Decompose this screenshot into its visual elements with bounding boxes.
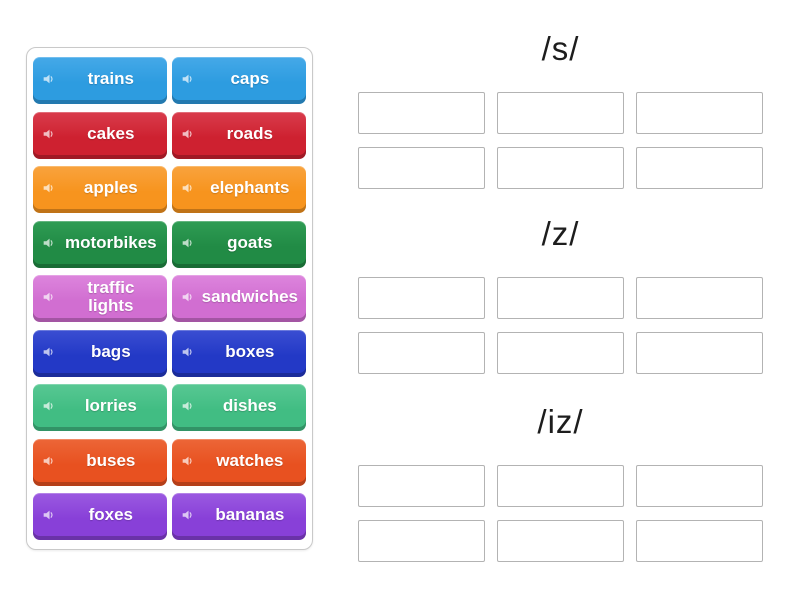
speaker-icon[interactable] <box>180 453 202 469</box>
word-tile-label: elephants <box>210 178 290 198</box>
word-tile[interactable]: elephants <box>171 166 306 213</box>
speaker-icon[interactable] <box>180 126 202 142</box>
word-tile-label: bags <box>90 341 131 361</box>
drop-slot[interactable] <box>497 332 624 374</box>
drop-slot[interactable] <box>358 465 485 507</box>
word-tile-label: dishes <box>222 396 277 416</box>
sort-group: /iz/ <box>358 403 763 562</box>
speaker-icon[interactable] <box>180 71 202 87</box>
speaker-icon[interactable] <box>180 180 202 196</box>
word-tile-label: goats <box>227 232 273 252</box>
word-tile-label: cakes <box>87 123 135 143</box>
word-tile[interactable]: buses <box>33 438 167 486</box>
drop-slot[interactable] <box>358 147 485 189</box>
word-tile[interactable]: traffic lights <box>33 275 167 322</box>
drop-slot[interactable] <box>358 520 485 562</box>
speaker-icon[interactable] <box>180 235 202 251</box>
group-title: /iz/ <box>537 403 584 440</box>
word-tile[interactable]: apples <box>33 166 167 213</box>
word-tile[interactable]: roads <box>171 111 306 159</box>
word-tile[interactable]: caps <box>171 57 306 104</box>
word-tile[interactable]: bags <box>33 329 167 377</box>
drop-slot[interactable] <box>636 277 763 319</box>
speaker-icon[interactable] <box>180 398 202 414</box>
slot-grid <box>358 465 763 562</box>
drop-slot[interactable] <box>497 147 624 189</box>
group-title: /s/ <box>541 30 580 67</box>
word-tile-label: lorries <box>84 396 137 416</box>
word-tile-label: apples <box>83 178 138 198</box>
word-bank: trains caps cakes roads <box>27 48 312 549</box>
drop-slot[interactable] <box>636 332 763 374</box>
word-tile-label: roads <box>226 123 273 143</box>
speaker-icon[interactable] <box>41 235 63 251</box>
drop-slot[interactable] <box>497 465 624 507</box>
speaker-icon[interactable] <box>41 453 63 469</box>
word-tile-label: buses <box>86 450 136 470</box>
word-tile-label: caps <box>230 69 270 89</box>
word-tile[interactable]: bananas <box>171 493 306 540</box>
word-tile[interactable]: boxes <box>171 329 306 377</box>
word-tile[interactable]: motorbikes <box>33 220 167 268</box>
speaker-icon[interactable] <box>180 289 202 305</box>
slot-grid <box>358 277 763 374</box>
word-tile-label: watches <box>216 450 284 470</box>
drop-slot[interactable] <box>497 520 624 562</box>
word-tile[interactable]: lorries <box>33 384 167 431</box>
drop-slot[interactable] <box>497 277 624 319</box>
speaker-icon[interactable] <box>41 344 63 360</box>
word-tile-label: motorbikes <box>64 232 157 252</box>
word-tile[interactable]: foxes <box>33 493 167 540</box>
sort-group: /z/ <box>358 215 763 374</box>
slot-grid <box>358 92 763 189</box>
word-tile-label: foxes <box>88 505 134 525</box>
word-tile-label: trains <box>87 69 134 89</box>
word-bank-panel: trains caps cakes roads <box>26 47 313 550</box>
speaker-icon[interactable] <box>41 71 63 87</box>
speaker-icon[interactable] <box>180 344 202 360</box>
word-tile[interactable]: watches <box>171 438 306 486</box>
word-tile-label: traffic lights <box>87 278 135 315</box>
speaker-icon[interactable] <box>41 398 63 414</box>
speaker-icon[interactable] <box>180 507 202 523</box>
drop-slot[interactable] <box>636 520 763 562</box>
speaker-icon[interactable] <box>41 180 63 196</box>
speaker-icon[interactable] <box>41 126 63 142</box>
word-tile[interactable]: cakes <box>33 111 167 159</box>
word-tile-label: bananas <box>215 505 285 525</box>
drop-slot[interactable] <box>358 92 485 134</box>
drop-slot[interactable] <box>636 465 763 507</box>
drop-slot[interactable] <box>636 147 763 189</box>
drop-slot[interactable] <box>636 92 763 134</box>
group-title: /z/ <box>541 215 580 252</box>
word-tile[interactable]: sandwiches <box>171 275 306 322</box>
drop-slot[interactable] <box>358 277 485 319</box>
word-tile[interactable]: goats <box>171 220 306 268</box>
word-tile-label: sandwiches <box>201 287 298 307</box>
word-tile-label: boxes <box>225 341 275 361</box>
drop-slot[interactable] <box>358 332 485 374</box>
speaker-icon[interactable] <box>41 289 63 305</box>
sort-group: /s/ <box>358 30 763 189</box>
word-tile[interactable]: trains <box>33 57 167 104</box>
drop-slot[interactable] <box>497 92 624 134</box>
word-tile[interactable]: dishes <box>171 384 306 431</box>
speaker-icon[interactable] <box>41 507 63 523</box>
